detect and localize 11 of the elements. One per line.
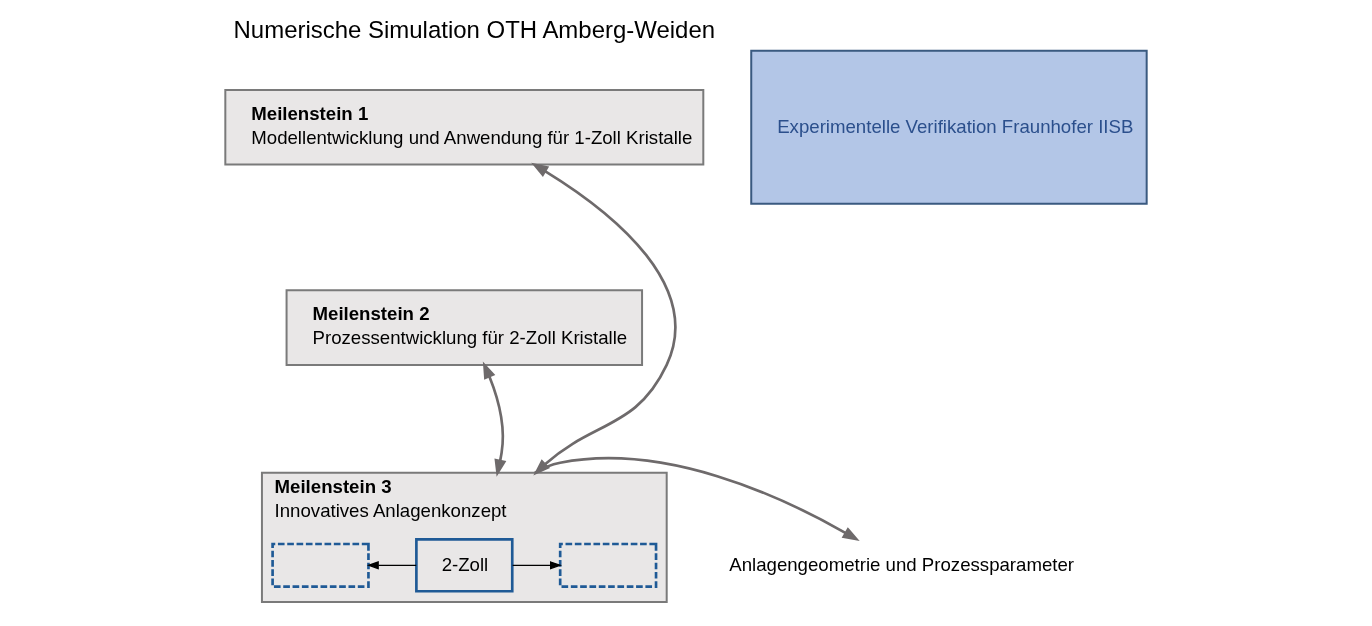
node-text: Anlagengeometrie und Prozessparameter (729, 553, 1075, 575)
arrow (366, 561, 417, 570)
diagram-title: Numerische Simulation OTH Amberg-Weiden (233, 15, 716, 43)
arrow (511, 561, 562, 570)
node-box: 2-Zoll (415, 538, 514, 593)
node-box (271, 542, 370, 588)
node-box: Meilenstein 2 Prozessentwicklung für 2-Zoll Kristalle (285, 289, 644, 366)
node-box (558, 542, 658, 588)
node-box: Experimentelle Verifikation Fraunhofer IISB (750, 49, 1148, 205)
node-box: Meilenstein 1 Modellentwicklung und Anwendung für 1-Zoll Kristalle (224, 89, 705, 166)
arrow (482, 361, 507, 477)
